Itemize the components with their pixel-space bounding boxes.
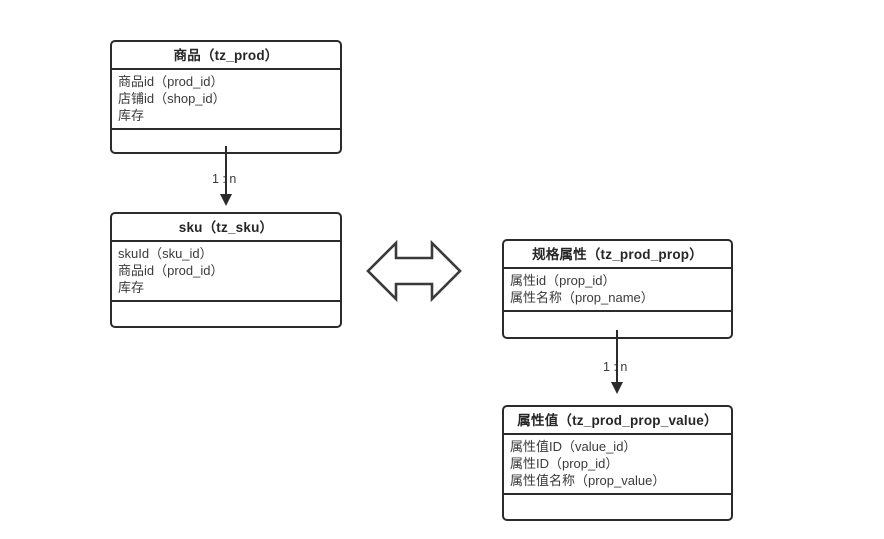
- entity-box-tz-prod[interactable]: 商品（tz_prod） 商品id（prod_id） 店铺id（shop_id） …: [110, 40, 342, 154]
- entity-box-tz-prod-prop-value[interactable]: 属性值（tz_prod_prop_value） 属性值ID（value_id） …: [502, 405, 733, 521]
- arrowhead-down-icon: [220, 194, 232, 206]
- entity-methods-tz-prod-prop-value: [504, 495, 731, 519]
- entity-box-tz-prod-prop[interactable]: 规格属性（tz_prod_prop） 属性id（prop_id） 属性名称（pr…: [502, 239, 733, 339]
- entity-title-tz-sku: sku（tz_sku）: [112, 214, 340, 242]
- entity-attributes-tz-prod-prop: 属性id（prop_id） 属性名称（prop_name）: [504, 269, 731, 312]
- attribute-row: 库存: [118, 108, 145, 123]
- attribute-row: 商品id（prod_id）: [118, 74, 224, 89]
- connector-line: [616, 330, 618, 382]
- connector-line: [225, 146, 227, 194]
- entity-title-tz-prod-prop: 规格属性（tz_prod_prop）: [504, 241, 731, 269]
- double-headed-arrow-icon: [366, 234, 462, 308]
- entity-attributes-tz-prod: 商品id（prod_id） 店铺id（shop_id） 库存: [112, 70, 340, 130]
- entity-box-tz-sku[interactable]: sku（tz_sku） skuId（sku_id） 商品id（prod_id） …: [110, 212, 342, 328]
- entity-attributes-tz-prod-prop-value: 属性值ID（value_id） 属性ID（prop_id） 属性值名称（prop…: [504, 435, 731, 495]
- entity-title-tz-prod: 商品（tz_prod）: [112, 42, 340, 70]
- connector-label-cardinality: 1 : n: [603, 360, 628, 374]
- attribute-row: 属性id（prop_id）: [510, 273, 616, 288]
- entity-methods-tz-sku: [112, 302, 340, 326]
- attribute-row: 属性值ID（value_id）: [510, 439, 637, 454]
- attribute-row: skuId（sku_id）: [118, 246, 213, 261]
- attribute-row: 库存: [118, 280, 145, 295]
- entity-title-tz-prod-prop-value: 属性值（tz_prod_prop_value）: [504, 407, 731, 435]
- attribute-row: 店铺id（shop_id）: [118, 91, 226, 106]
- attribute-row: 商品id（prod_id）: [118, 263, 224, 278]
- attribute-row: 属性值名称（prop_value）: [510, 473, 666, 488]
- attribute-row: 属性ID（prop_id）: [510, 456, 619, 471]
- entity-attributes-tz-sku: skuId（sku_id） 商品id（prod_id） 库存: [112, 242, 340, 302]
- arrowhead-down-icon: [611, 382, 623, 394]
- connector-label-cardinality: 1 : n: [212, 172, 237, 186]
- attribute-row: 属性名称（prop_name）: [510, 290, 654, 305]
